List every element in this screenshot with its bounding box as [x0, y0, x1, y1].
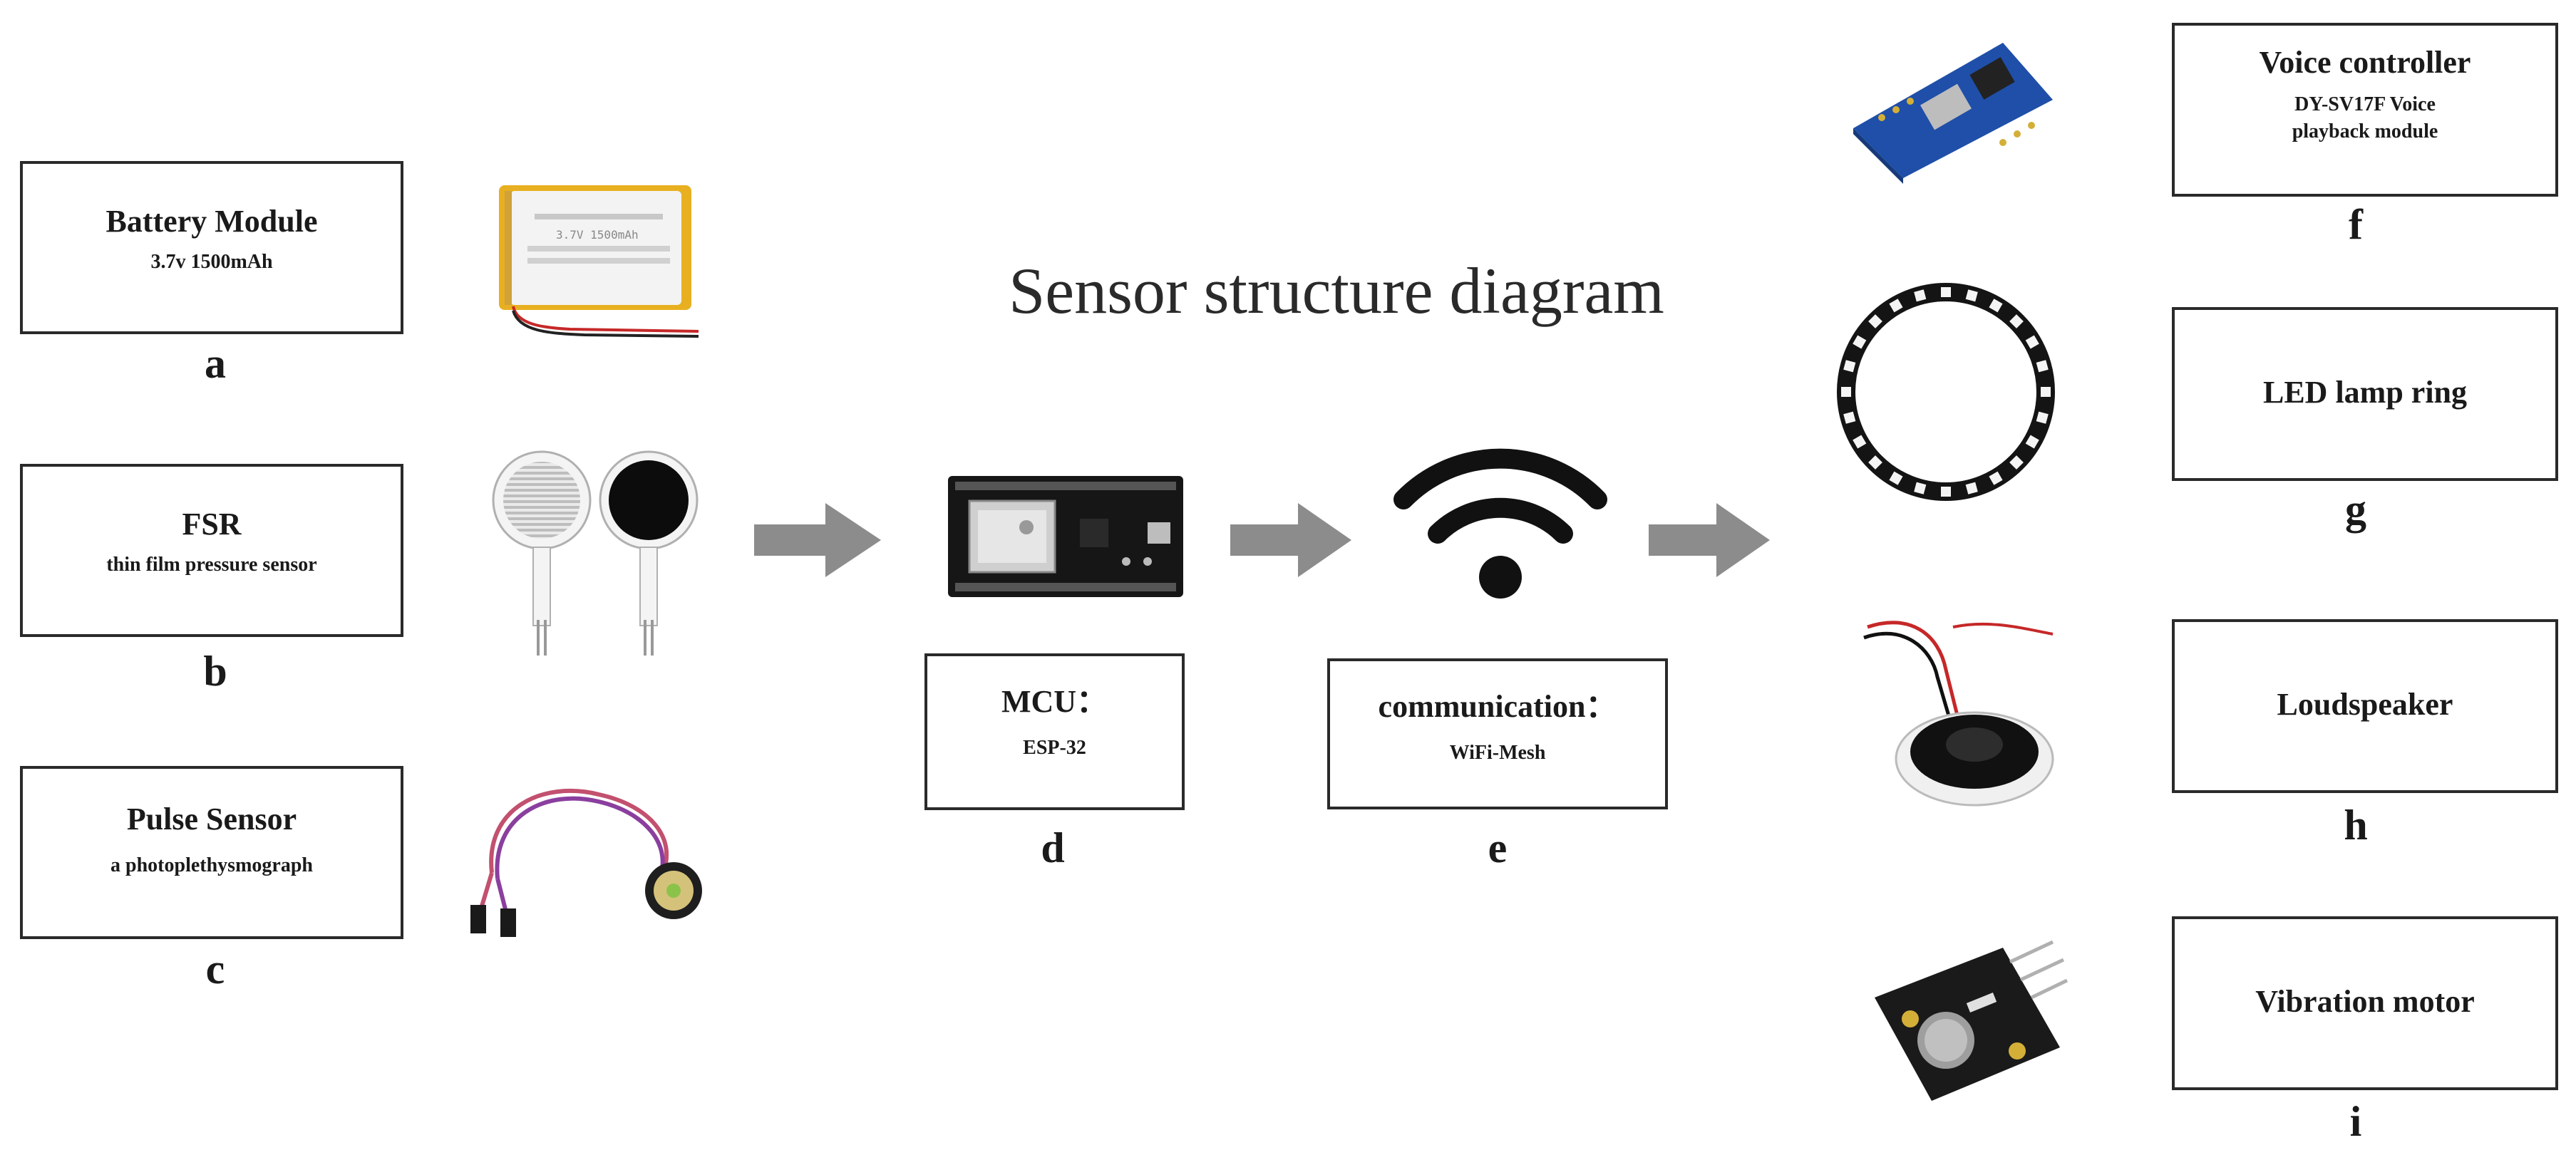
label-a: a — [205, 340, 226, 387]
esp32-board-image — [948, 476, 1183, 597]
led-segment — [2025, 435, 2039, 449]
voice-controller-box: Voice controller DY-SV17F Voice playback… — [2172, 23, 2558, 197]
led-segment — [1853, 435, 1867, 449]
led-ring-title: LED lamp ring — [2262, 375, 2468, 410]
loudspeaker-box: Loudspeaker — [2172, 619, 2558, 793]
loudspeaker-image — [1863, 621, 2054, 807]
pulse-sensor-box: Pulse Sensor a photoplethysmograph — [20, 766, 403, 939]
led-segment — [1914, 482, 1927, 494]
led-ring-image — [1837, 283, 2055, 501]
led-segment — [1889, 299, 1903, 313]
loudspeaker-title: Loudspeaker — [2277, 687, 2453, 722]
arrow-mcu-to-comm — [1230, 503, 1351, 577]
led-segment — [1914, 289, 1927, 302]
arrow-comm-to-outputs — [1649, 503, 1770, 577]
led-segment — [1853, 335, 1867, 349]
battery-module-title: Battery Module — [105, 204, 318, 239]
label-g: g — [2345, 486, 2366, 533]
pulse-sensor-title: Pulse Sensor — [126, 802, 297, 837]
arrow-inputs-to-mcu — [754, 503, 881, 577]
battery-module-box: Battery Module 3.7v 1500mAh — [20, 161, 403, 334]
led-segment — [1841, 387, 1851, 397]
led-segment — [2025, 335, 2039, 349]
label-b: b — [203, 648, 227, 695]
vibration-motor-title: Vibration motor — [2255, 984, 2475, 1019]
battery-module-subtitle: 3.7v 1500mAh — [150, 251, 273, 274]
wifi-icon — [1393, 448, 1607, 599]
led-segment — [2041, 387, 2051, 397]
led-segment — [1843, 360, 1856, 373]
led-segment — [1965, 482, 1978, 494]
led-segment — [2036, 360, 2049, 373]
label-h: h — [2344, 802, 2368, 849]
fsr-box: FSR thin film pressure sensor — [20, 464, 403, 637]
mcu-box: MCU： ESP-32 — [924, 653, 1185, 810]
voice-controller-subtitle-line2: playback module — [2292, 120, 2438, 143]
voice-controller-title: Voice controller — [2259, 45, 2471, 80]
led-segment — [1941, 487, 1951, 497]
label-c: c — [205, 946, 225, 993]
communication-subtitle: WiFi-Mesh — [1449, 742, 1546, 765]
led-segment — [1965, 289, 1978, 302]
vibration-motor-image — [1875, 940, 2068, 1101]
pulse-sensor-image — [470, 788, 702, 937]
led-segment — [2036, 411, 2049, 424]
label-f: f — [2349, 201, 2363, 248]
label-i: i — [2349, 1098, 2362, 1145]
fsr-sensors-image — [492, 450, 699, 656]
led-segment — [1989, 471, 2003, 485]
mcu-subtitle: ESP-32 — [1023, 737, 1086, 760]
diagram-title: Sensor structure diagram — [1009, 254, 1664, 327]
communication-box: communication： WiFi-Mesh — [1327, 658, 1668, 809]
battery-image-label: 3.7V 1500mAh — [556, 228, 639, 242]
label-e: e — [1488, 824, 1508, 871]
fsr-title: FSR — [182, 507, 242, 542]
led-ring-box: LED lamp ring — [2172, 307, 2558, 481]
led-segment — [1989, 299, 2003, 313]
led-segment — [1889, 471, 1903, 485]
communication-title: communication： — [1378, 689, 1617, 724]
led-segment — [1843, 411, 1856, 424]
voice-controller-subtitle-line1: DY-SV17F Voice — [2294, 93, 2436, 116]
mcu-title: MCU： — [1001, 684, 1108, 719]
pulse-sensor-subtitle: a photoplethysmograph — [110, 854, 313, 877]
voice-module-image — [1853, 43, 2053, 184]
led-segment — [1941, 287, 1951, 297]
fsr-subtitle: thin film pressure sensor — [106, 554, 317, 576]
label-d: d — [1041, 824, 1065, 871]
battery-image: 3.7V 1500mAh — [499, 185, 699, 338]
vibration-motor-box: Vibration motor — [2172, 916, 2558, 1090]
